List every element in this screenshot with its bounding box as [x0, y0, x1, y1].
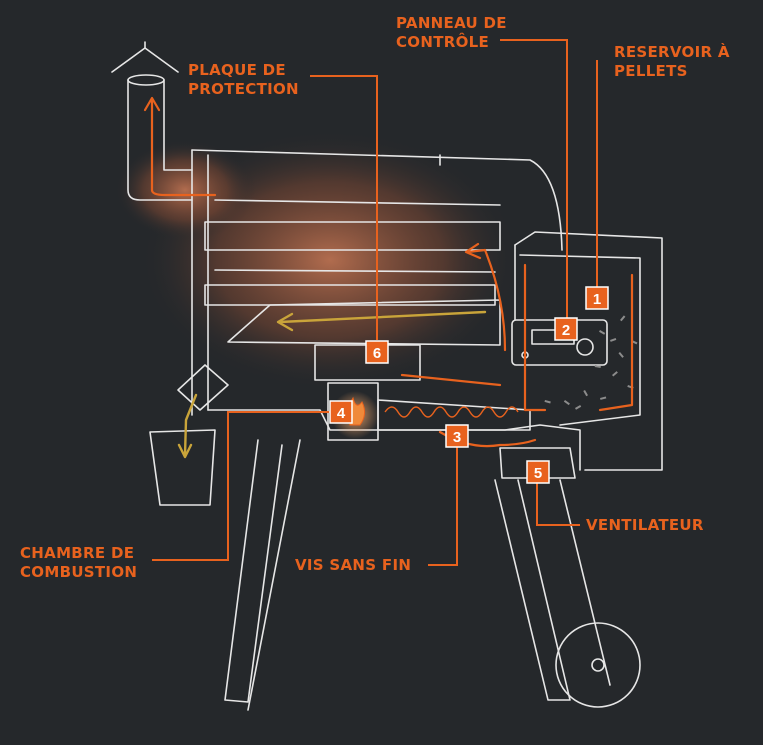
badge-4 [329, 400, 353, 424]
badge-2 [554, 317, 578, 341]
chimney-stack [127, 79, 193, 201]
leg-front-right [494, 479, 571, 701]
fan-housing [499, 447, 576, 479]
label-hopper: RESERVOIR À PELLETS [614, 43, 730, 80]
badge-3 [445, 424, 469, 448]
lower-body [207, 409, 581, 471]
wheel [555, 622, 641, 708]
badges: 1 2 3 4 5 6 [329, 286, 609, 484]
leader-fan [536, 482, 580, 526]
label-firepot: CHAMBRE DE COMBUSTION [20, 544, 138, 581]
label-heat-shield: PLAQUE DE PROTECTION [188, 61, 299, 98]
lower-grate [204, 284, 496, 306]
leader-lines [152, 39, 598, 566]
badge-6-number: 6 [373, 345, 381, 362]
badge-1-number: 1 [593, 291, 601, 308]
upper-grate [204, 221, 501, 251]
firepot-box [327, 382, 379, 441]
leader-heat-shield [310, 75, 378, 340]
badge-3-number: 3 [453, 429, 461, 446]
label-control-panel: PANNEAU DE CONTRÔLE [396, 14, 507, 51]
label-auger: VIS SANS FIN [295, 556, 412, 574]
label-fan: VENTILATEUR [586, 516, 704, 534]
badge-4-number: 4 [337, 405, 346, 422]
pellets [544, 315, 638, 410]
auger-spiral [384, 406, 519, 418]
smoke-flow-arrows [177, 310, 487, 459]
hopper [514, 231, 663, 471]
badge-5 [526, 460, 550, 484]
badge-5-number: 5 [534, 465, 542, 482]
chimney-heat-glow [115, 140, 255, 240]
leader-auger [428, 440, 458, 566]
heat-flow-arrows [143, 96, 634, 448]
grease-bucket [149, 429, 216, 506]
badge-6 [365, 340, 389, 364]
leader-firepot [152, 411, 330, 561]
badge-1 [585, 286, 609, 310]
leg-front-left [224, 439, 283, 703]
chimney-cap [111, 47, 179, 73]
leader-control-panel [500, 39, 568, 318]
grease-chute [177, 364, 229, 411]
badge-2-number: 2 [562, 322, 570, 339]
